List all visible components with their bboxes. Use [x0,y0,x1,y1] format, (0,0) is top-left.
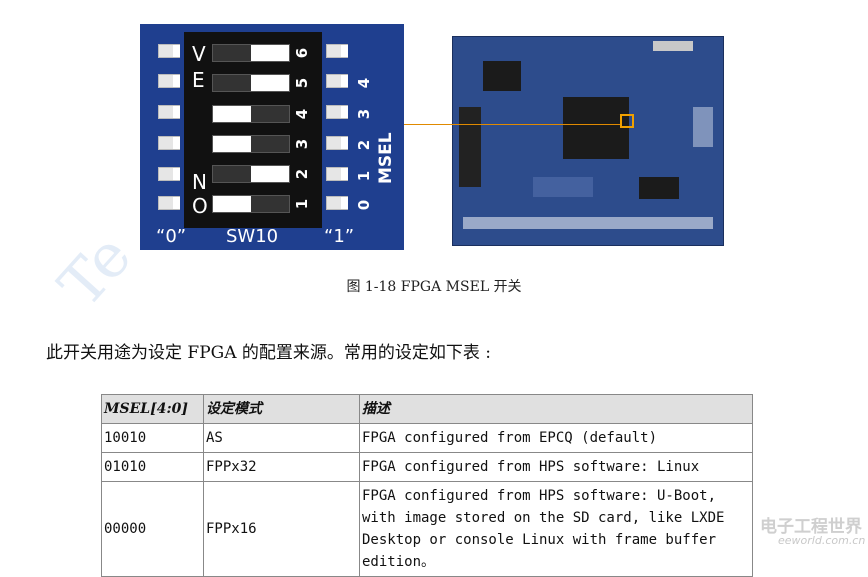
msel-settings-table: MSEL[4:0] 设定模式 描述 10010 AS FPGA configur… [101,394,753,577]
switch-position-number: 1 [293,198,311,210]
switch-body: V E N O 6 5 4 3 2 1 [184,32,322,228]
switch-pad [158,167,180,181]
figure-caption: 图 1-18 FPGA MSEL 开关 [346,279,522,295]
switch-knob [213,136,251,152]
switch-slot [212,195,290,213]
fpga-chip [563,97,629,159]
column-header: MSEL[4:0] [101,394,204,424]
switch-knob [213,196,251,212]
switch-letter: N [192,170,207,194]
table-row: 10010 AS FPGA configured from EPCQ (defa… [101,423,753,453]
switch-position-number: 4 [293,108,311,120]
switch-footer-center: SW10 [226,226,279,247]
switch-pad [326,44,348,58]
switch-position-number: 5 [293,77,311,89]
board-component [533,177,593,197]
switch-pad [158,136,180,150]
msel-bit-number: 2 [355,139,373,151]
switch-knob [251,45,289,61]
switch-letter: O [192,194,208,218]
table-row: 01010 FPPx32 FPGA configured from HPS so… [101,452,753,482]
switch-knob [213,106,251,122]
switch-slot [212,165,290,183]
fpga-board-image [452,36,724,246]
board-connector [459,107,481,187]
board-header [463,217,713,229]
switch-pad [326,136,348,150]
watermark-url: eeworld.com.cn [778,534,866,547]
switch-position-number: 2 [293,168,311,180]
msel-bit-number: 0 [355,199,373,211]
switch-knob [251,166,289,182]
board-component [653,41,693,51]
switch-slot [212,105,290,123]
msel-label: MSEL [376,132,396,184]
switch-slot [212,74,290,92]
column-header: 描述 [359,394,753,424]
switch-footer-left: “0” [156,226,187,247]
switch-pad [158,44,180,58]
switch-letter: V [192,42,206,66]
switch-pad [326,196,348,210]
table-cell: FPGA configured from HPS software: U-Boo… [359,481,753,577]
board-chip [483,61,521,91]
switch-pad [158,105,180,119]
table-cell: FPGA configured from HPS software: Linux [359,452,753,482]
switch-position-number: 3 [293,138,311,150]
msel-bit-number: 4 [355,77,373,89]
msel-bit-number: 3 [355,108,373,120]
table-cell: 00000 [101,481,204,577]
watermark-text: Te [45,221,146,321]
intro-paragraph: 此开关用途为设定 FPGA 的配置来源。常用的设定如下表 : [46,343,492,363]
table-cell: 10010 [101,423,204,453]
table-cell: FPPx32 [203,452,360,482]
board-component [693,107,713,147]
switch-pad [326,105,348,119]
switch-slot [212,135,290,153]
table-cell: 01010 [101,452,204,482]
table-row: 00000 FPPx16 FPGA configured from HPS so… [101,481,753,577]
switch-location-highlight [620,114,634,128]
switch-letter: E [192,68,205,92]
switch-pad [326,167,348,181]
table-cell: AS [203,423,360,453]
switch-pad [158,196,180,210]
table-cell: FPGA configured from EPCQ (default) [359,423,753,453]
column-header: 设定模式 [203,394,360,424]
dip-switch-diagram: V E N O 6 5 4 3 2 1 4 3 2 1 0 MSEL “0” S… [140,24,404,250]
table-header-row: MSEL[4:0] 设定模式 描述 [101,394,753,424]
msel-bit-number: 1 [355,170,373,182]
callout-line [404,124,622,125]
switch-pad [326,74,348,88]
switch-slot [212,44,290,62]
table-cell: FPPx16 [203,481,360,577]
watermark-brand: 电子工程世界 [760,517,862,537]
switch-pad [158,74,180,88]
switch-footer-right: “1” [324,226,355,247]
switch-knob [251,75,289,91]
board-chip [639,177,679,199]
switch-position-number: 6 [293,47,311,59]
